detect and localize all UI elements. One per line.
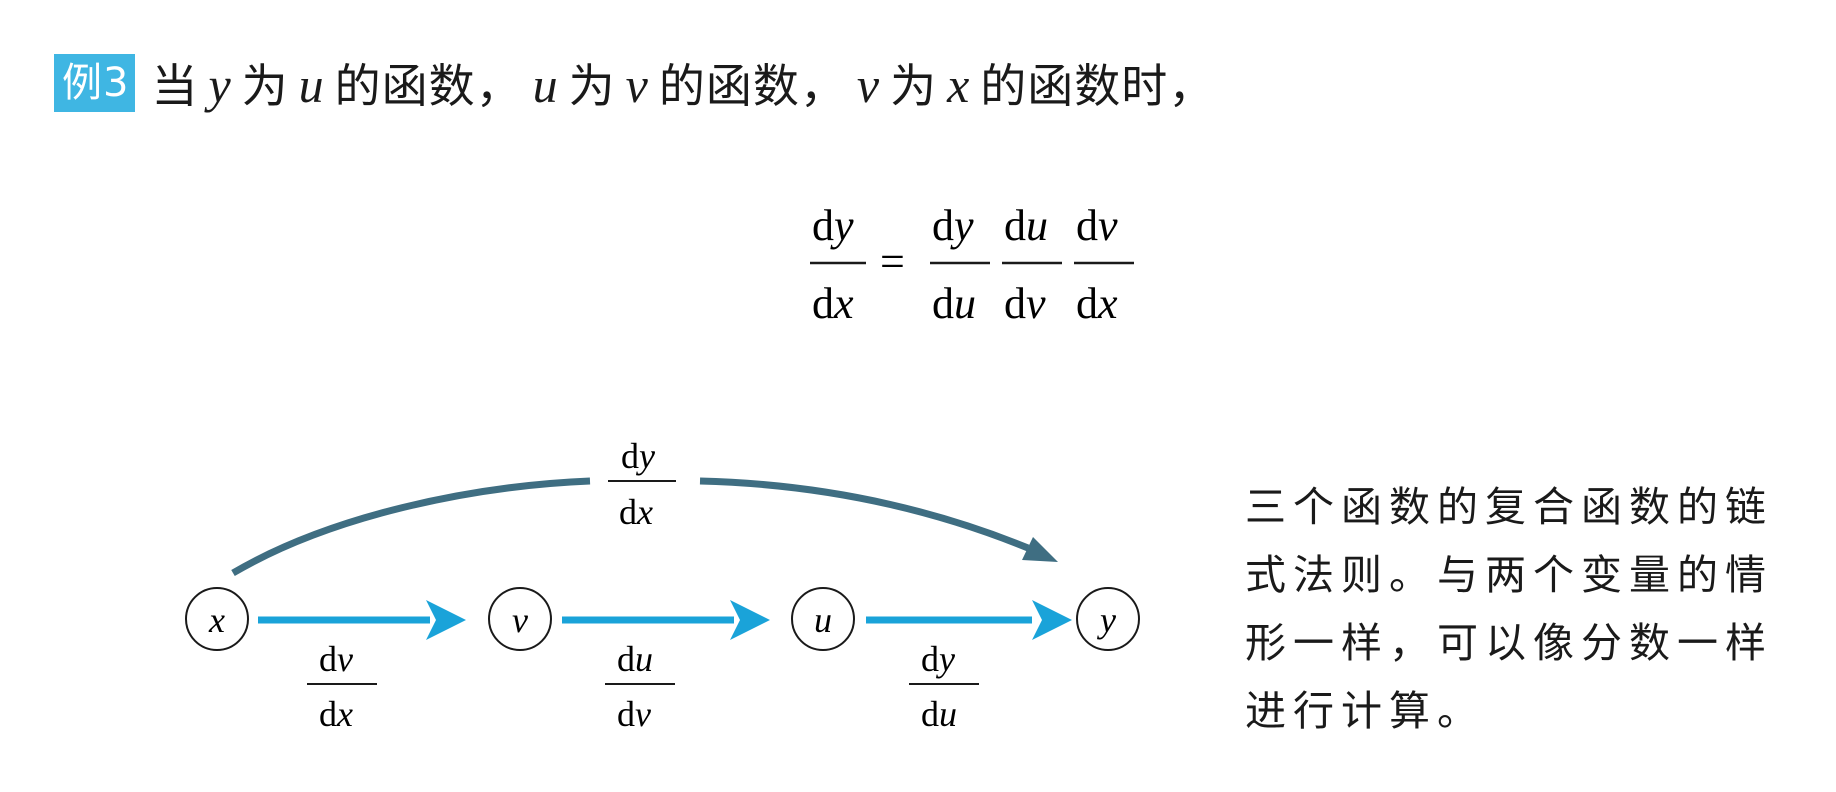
statement-math-variable: x xyxy=(947,57,971,113)
explanation-note: 三个函数的复合函数的链式法则。与两个变量的情形一样，可以像分数一样进行计算。 xyxy=(1245,483,1773,735)
formula-rhs-3-denominator: dx xyxy=(1076,279,1118,328)
step-label-3-denominator: du xyxy=(921,694,957,734)
node-v-circle xyxy=(488,587,552,651)
node-y-label: y xyxy=(1097,600,1116,640)
overall-label-denominator: dx xyxy=(619,492,653,532)
node-v-label: v xyxy=(512,600,528,640)
node-y-circle xyxy=(1076,587,1140,651)
formula-rhs-fraction-1: dy du xyxy=(930,201,990,328)
statement-text: 的函数， xyxy=(658,59,847,113)
statement-math-variable: v xyxy=(625,57,649,113)
formula-equals-sign: = xyxy=(880,237,905,286)
step-arrow-1-head xyxy=(426,600,466,640)
step-arrow-u-y xyxy=(866,600,1072,640)
step-arrow-x-v xyxy=(258,600,466,640)
node-x-circle xyxy=(185,587,249,651)
overall-arrow: dy dx xyxy=(231,436,1058,577)
statement-math-variable: y xyxy=(208,57,232,113)
statement-math-variable: v xyxy=(856,57,881,113)
node-u-circle xyxy=(791,587,855,651)
step-arrow-2-head xyxy=(730,600,770,640)
example-badge: 例3 xyxy=(54,54,136,112)
formula-lhs-fraction: dy dx xyxy=(810,201,866,328)
step-arrow-v-u xyxy=(562,600,770,640)
node-v: v xyxy=(488,587,552,651)
statement-math-variable: u xyxy=(298,57,325,113)
step-label-1-denominator: dx xyxy=(319,694,353,734)
step-label-du-dv: du dv xyxy=(605,639,675,734)
node-x-label: x xyxy=(208,600,225,640)
formula-rhs-2-denominator: dv xyxy=(1004,279,1046,328)
formula-rhs-1-numerator: dy xyxy=(932,201,974,250)
overall-arrow-head xyxy=(1022,537,1058,562)
chain-diagram: dy dx x v u xyxy=(185,436,1140,734)
step-arrow-3-head xyxy=(1032,600,1072,640)
statement-text: 当 xyxy=(151,59,199,113)
statement-text: 的函数时， xyxy=(980,59,1216,113)
overall-derivative-label: dy dx xyxy=(608,436,676,532)
chain-rule-formula: dy dx = dy du du dv dv dx xyxy=(810,201,1134,328)
node-u-label: u xyxy=(814,600,832,640)
node-u: u xyxy=(791,587,855,651)
step-label-3-numerator: dy xyxy=(921,639,955,679)
formula-rhs-1-denominator: du xyxy=(932,279,976,328)
formula-rhs-fraction-3: dv dx xyxy=(1074,201,1134,328)
statement-math-variable: u xyxy=(532,57,559,113)
step-label-dy-du: dy du xyxy=(909,639,979,734)
node-y: y xyxy=(1076,587,1140,651)
node-x: x xyxy=(185,587,249,651)
statement-text: 的函数， xyxy=(334,59,523,113)
statement-text: 为 xyxy=(568,59,616,113)
step-label-2-numerator: du xyxy=(617,639,653,679)
overall-label-numerator: dy xyxy=(621,436,655,476)
formula-rhs-2-numerator: du xyxy=(1004,201,1048,250)
step-label-2-denominator: dv xyxy=(617,694,651,734)
formula-lhs-denominator: dx xyxy=(812,279,854,328)
step-label-dv-dx: dv dx xyxy=(307,639,377,734)
overall-arrow-right-arc xyxy=(699,477,1030,552)
statement-text: 为 xyxy=(890,59,938,113)
overall-arrow-left-arc xyxy=(231,477,591,577)
formula-rhs-3-numerator: dv xyxy=(1076,201,1118,250)
formula-lhs-numerator: dy xyxy=(812,201,854,250)
statement-text: 为 xyxy=(241,59,289,113)
formula-rhs-fraction-2: du dv xyxy=(1002,201,1062,328)
step-label-1-numerator: dv xyxy=(319,639,353,679)
